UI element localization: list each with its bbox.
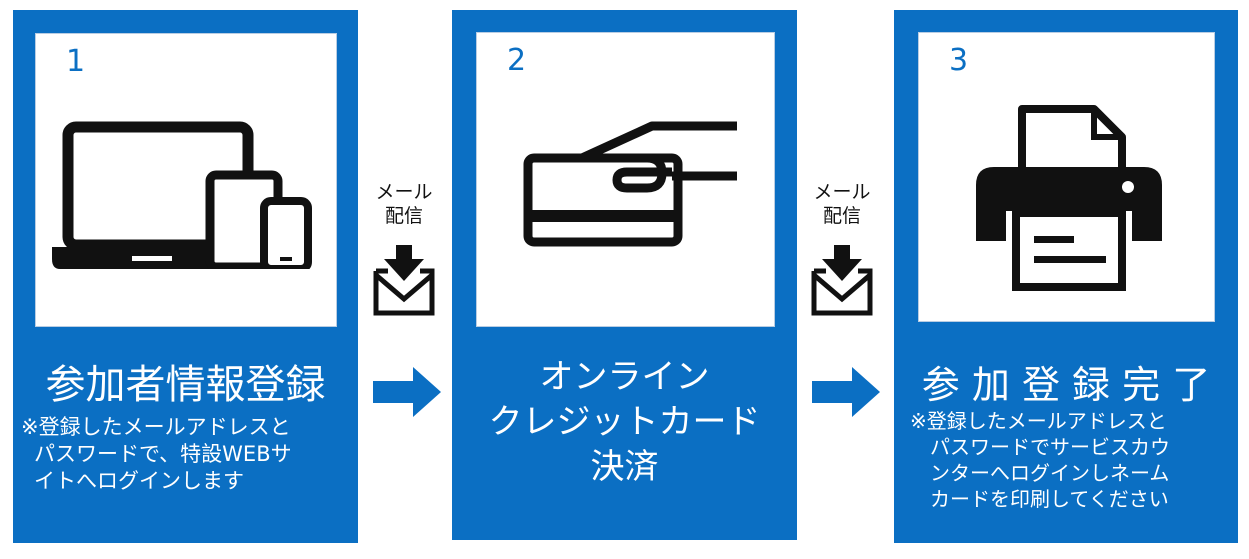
step-2-panel: 2 オンライン クレジットカード 決済 xyxy=(452,10,797,540)
title-line: 参 加 登 録 完 了 xyxy=(921,363,1211,407)
step-3-image-box: 3 xyxy=(918,32,1215,322)
title-line: 決済 xyxy=(590,447,659,487)
printer-icon xyxy=(976,105,1162,291)
step-number: 3 xyxy=(949,43,969,78)
label-line: 配信 xyxy=(822,205,861,227)
connector-2-label: メール 配信 xyxy=(802,180,882,228)
step-number: 2 xyxy=(507,43,527,78)
title-line: オンライン xyxy=(539,357,710,397)
step-1-note: ※登録したメールアドレスと パスワードで、特設WEBサ イトへログインします xyxy=(21,414,292,495)
label-line: メール xyxy=(813,181,871,203)
step-3-note: ※登録したメールアドレスと パスワードでサービスカウ ンターへログインしネーム … xyxy=(910,408,1170,512)
title-line: 参加者情報登録 xyxy=(45,362,326,408)
mail-download-icon xyxy=(811,245,873,316)
step-number: 1 xyxy=(66,44,86,79)
note-line: カードを印刷してください xyxy=(930,487,1169,511)
step-2-title: オンライン クレジットカード 決済 xyxy=(452,355,797,490)
title-line: クレジットカード xyxy=(488,402,761,442)
step-3-title: 参 加 登 録 完 了 xyxy=(894,354,1238,409)
devices-icon xyxy=(52,121,312,269)
note-line: パスワードでサービスカウ xyxy=(930,435,1170,459)
note-line: ンターへログインしネーム xyxy=(930,461,1170,485)
step-1-image-box: 1 xyxy=(35,33,337,327)
label-line: 配信 xyxy=(384,205,423,227)
mail-download-icon xyxy=(373,245,435,316)
note-line: ※登録したメールアドレスと xyxy=(910,409,1167,433)
step-1-panel: 1 参加者情報登録 ※登録したメールアドレスと パスワードで、特設WEBサ イト… xyxy=(13,10,358,543)
step-2-image-box: 2 xyxy=(476,32,775,327)
credit-card-hand-icon xyxy=(523,121,737,247)
arrow-right-icon xyxy=(812,367,880,417)
connector-1-label: メール 配信 xyxy=(364,180,444,228)
note-line: パスワードで、特設WEBサ xyxy=(34,442,292,466)
arrow-right-icon xyxy=(373,367,441,417)
note-line: イトへログインします xyxy=(34,469,244,493)
step-3-panel: 3 参 加 登 録 完 了 ※登録したメールアドレスと パスワードでサービスカウ… xyxy=(894,10,1238,543)
step-1-title: 参加者情報登録 xyxy=(13,352,358,410)
note-line: ※登録したメールアドレスと xyxy=(21,415,291,439)
label-line: メール xyxy=(375,181,433,203)
